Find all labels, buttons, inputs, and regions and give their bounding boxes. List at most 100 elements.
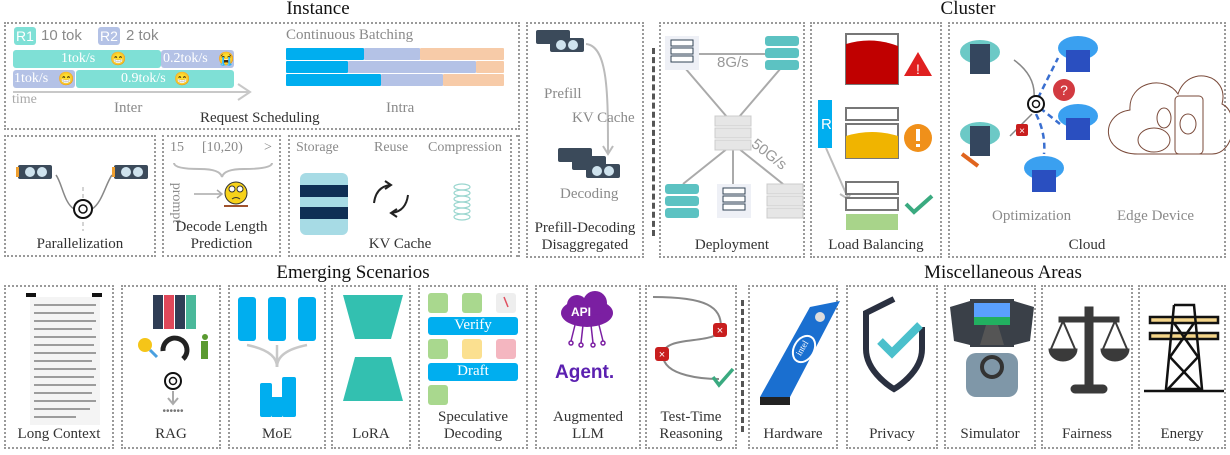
- bin-label: 15: [170, 140, 184, 155]
- crying-emoji-icon: 😭: [218, 51, 235, 66]
- inter-label: Inter: [114, 100, 143, 116]
- pd-label-line2: Disaggregated: [541, 237, 629, 253]
- overloaded-server-icon: [845, 33, 899, 85]
- decode-length-label-line1: Decode Length: [175, 219, 268, 235]
- edge-device-label: Edge Device: [1117, 208, 1195, 224]
- privacy-card: Privacy: [846, 285, 938, 449]
- scales-icon: [1048, 306, 1130, 394]
- error-x-icon: ×: [1016, 124, 1028, 137]
- svg-text:?: ?: [1060, 82, 1068, 98]
- cloud-server-icon: [1058, 104, 1098, 140]
- divider: [741, 300, 744, 432]
- cycle-icon: [160, 335, 190, 361]
- svg-text:×: ×: [659, 349, 665, 361]
- binders-icon: [153, 295, 196, 329]
- speculative-decoding-card: Verify Draft Speculative Decoding: [418, 285, 528, 449]
- agent-label: Agent.: [555, 362, 615, 383]
- r1-tokens: 10 tok: [41, 27, 82, 44]
- server-icon: [714, 115, 752, 151]
- hardware-card: intel Hardware: [748, 285, 840, 449]
- lora-label: LoRA: [352, 426, 390, 442]
- instance-panel-edge: [516, 135, 520, 257]
- api-cloud-icon: [561, 291, 613, 348]
- lora-card: LoRA: [331, 285, 411, 449]
- power-tower-icon: [1144, 303, 1224, 393]
- time-axis-arrow: [13, 83, 252, 101]
- svg-text:×: ×: [717, 325, 723, 337]
- gpu-card-icon: [760, 301, 840, 405]
- rate-label: 1tok/s: [61, 51, 96, 66]
- check-icon: [711, 367, 735, 388]
- test-time-reasoning-card: × × Test-Time Reasoning: [645, 285, 737, 449]
- section-title-emerging: Emerging Scenarios: [276, 262, 430, 283]
- verify-bar: [428, 317, 518, 335]
- long-context-card: Long Context: [4, 285, 114, 449]
- api-label: API: [571, 305, 592, 319]
- check-icon: [904, 194, 934, 215]
- divider: [652, 48, 655, 236]
- cloud-panel: ? × Optimization Edge Device Cloud: [948, 22, 1230, 258]
- augmented-label-line1: Augmented: [553, 409, 623, 425]
- server-icon: [717, 184, 751, 218]
- energy-label: Energy: [1160, 426, 1204, 442]
- busy-server-icon: [845, 107, 899, 159]
- optimization-label: Optimization: [992, 208, 1072, 224]
- rag-label: RAG: [155, 426, 187, 442]
- r2-bar-row2: [13, 70, 75, 88]
- rate-label: 1tok/s: [14, 71, 49, 86]
- cloud-server-icon: [1024, 156, 1064, 192]
- deployment-label: Deployment: [694, 237, 770, 253]
- batch-segment: [364, 48, 420, 60]
- server-icon: [665, 184, 699, 218]
- fairness-card: Fairness: [1041, 285, 1133, 449]
- driving-simulator-icon: [950, 299, 1034, 397]
- cloud-label: Cloud: [1068, 237, 1106, 253]
- bin-label: [10,20): [202, 140, 243, 155]
- prefill-label: Prefill: [544, 86, 582, 102]
- intra-label: Intra: [386, 100, 415, 116]
- pd-label-line1: Prefill-Decoding: [534, 220, 636, 236]
- deployment-panel: 8G/s 50G/s Deployment: [659, 22, 805, 258]
- load-balancing-panel: ! R Load Balancing: [810, 22, 942, 258]
- request-block: [818, 100, 832, 148]
- parallelization-label: Parallelization: [36, 236, 124, 252]
- decode-length-panel: 15 [10,20) > prompt Decode Length Predic…: [162, 135, 281, 257]
- cloud-server-icon: [960, 40, 1000, 74]
- expert-block-icon: [238, 297, 316, 341]
- moe-card: MoE: [228, 285, 326, 449]
- database-icon: [300, 173, 348, 235]
- section-title-cluster: Cluster: [940, 0, 996, 19]
- moe-label: MoE: [262, 426, 292, 442]
- test-time-label-line2: Reasoning: [659, 426, 723, 442]
- parallelization-panel: Parallelization: [4, 135, 156, 257]
- available-server-icon: [845, 181, 899, 230]
- time-axis-label: time: [12, 92, 37, 107]
- alert-circle-icon: [904, 124, 932, 152]
- batch-segment: [443, 74, 504, 86]
- r1-bar-row2: [76, 70, 234, 88]
- lora-up-projection: [343, 357, 403, 401]
- draft-label: Draft: [457, 363, 489, 379]
- section-title-misc: Miscellaneous Areas: [924, 262, 1082, 283]
- r2-tag: R2: [98, 27, 120, 45]
- r1-tag: R1: [14, 27, 36, 45]
- kv-cache-label: KV Cache: [368, 236, 432, 252]
- privacy-label: Privacy: [869, 426, 915, 442]
- kv-compression-label: Compression: [428, 140, 502, 155]
- request-label: R: [821, 116, 832, 133]
- speculative-label-line2: Decoding: [443, 426, 503, 442]
- gpu-icon: [16, 165, 52, 179]
- speculative-label-line1: Speculative: [438, 409, 508, 425]
- continuous-batching-label: Continuous Batching: [286, 27, 414, 43]
- batch-segment: [420, 48, 504, 60]
- draft-bar: [428, 363, 518, 381]
- server-icon: [766, 183, 804, 219]
- kv-reuse-label: Reuse: [374, 140, 409, 155]
- gpu-stack-icon: [558, 148, 620, 178]
- svg-text:!: !: [916, 61, 920, 77]
- question-icon: ?: [1053, 79, 1075, 101]
- decode-length-label-line2: Prediction: [190, 236, 253, 252]
- batch-segment: [286, 74, 381, 86]
- load-balancing-label: Load Balancing: [828, 237, 924, 253]
- energy-card: Energy: [1138, 285, 1226, 449]
